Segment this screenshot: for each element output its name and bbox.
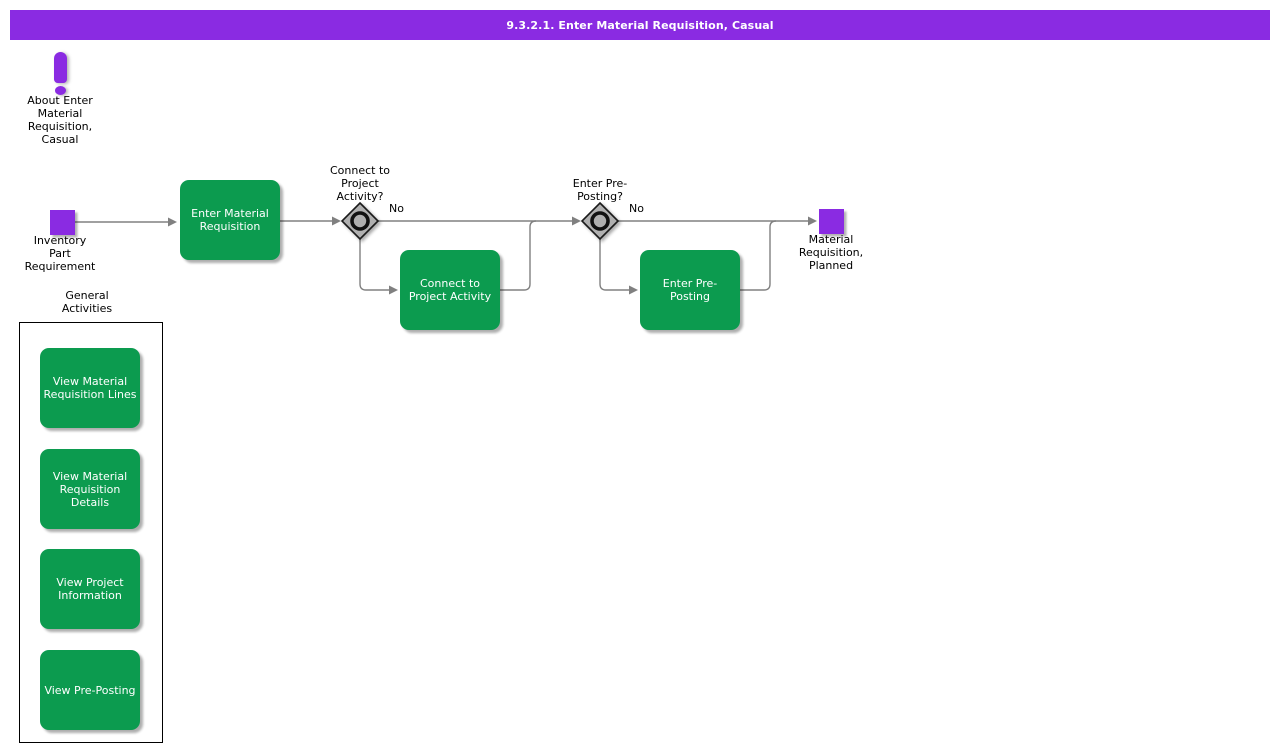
diagram-title: 9.3.2.1. Enter Material Requisition, Cas… [506, 18, 774, 32]
end-event-square [819, 209, 844, 234]
activity-view-pre-posting[interactable]: View Pre-Posting [40, 650, 140, 730]
activity-label: View Material Requisition Details [52, 469, 128, 509]
gateway-connect-question-label: Connect to Project Activity? [329, 164, 391, 203]
diagram-title-bar: 9.3.2.1. Enter Material Requisition, Cas… [10, 10, 1270, 40]
start-event-label: Inventory Part Requirement [24, 234, 96, 273]
activity-enter-pre-posting[interactable]: Enter Pre- Posting [640, 250, 740, 330]
activity-label: Enter Pre- Posting [662, 277, 718, 303]
gateway-preposting-no-label: No [629, 202, 644, 215]
gateway-connect-to-project-activity-icon [340, 201, 380, 241]
activity-enter-material-requisition[interactable]: Enter Material Requisition [180, 180, 280, 260]
about-label: About Enter Material Requisition, Casual [27, 94, 93, 146]
activity-label: Connect to Project Activity [408, 277, 492, 303]
exclamation-dot [54, 86, 66, 95]
activity-view-project-information[interactable]: View Project Information [40, 549, 140, 629]
exclamation-bar [53, 52, 67, 83]
activity-label: View Pre-Posting [44, 683, 136, 697]
activity-view-material-requisition-lines[interactable]: View Material Requisition Lines [40, 348, 140, 428]
activity-view-material-requisition-details[interactable]: View Material Requisition Details [40, 449, 140, 529]
activity-label: View Project Information [56, 576, 124, 602]
start-event-square [50, 210, 75, 235]
end-event-label: Material Requisition, Planned [798, 233, 864, 272]
activity-label: View Material Requisition Lines [43, 375, 137, 401]
gateway-preposting-question-label: Enter Pre- Posting? [572, 177, 628, 203]
about-exclamation-icon[interactable] [53, 52, 67, 95]
gateway-enter-pre-posting-icon [580, 201, 620, 241]
general-activities-label: General Activities [61, 289, 113, 315]
activity-connect-to-project-activity[interactable]: Connect to Project Activity [400, 250, 500, 330]
arrowheads [168, 216, 817, 295]
gateway-connect-no-label: No [389, 202, 404, 215]
activity-label: Enter Material Requisition [191, 207, 269, 233]
